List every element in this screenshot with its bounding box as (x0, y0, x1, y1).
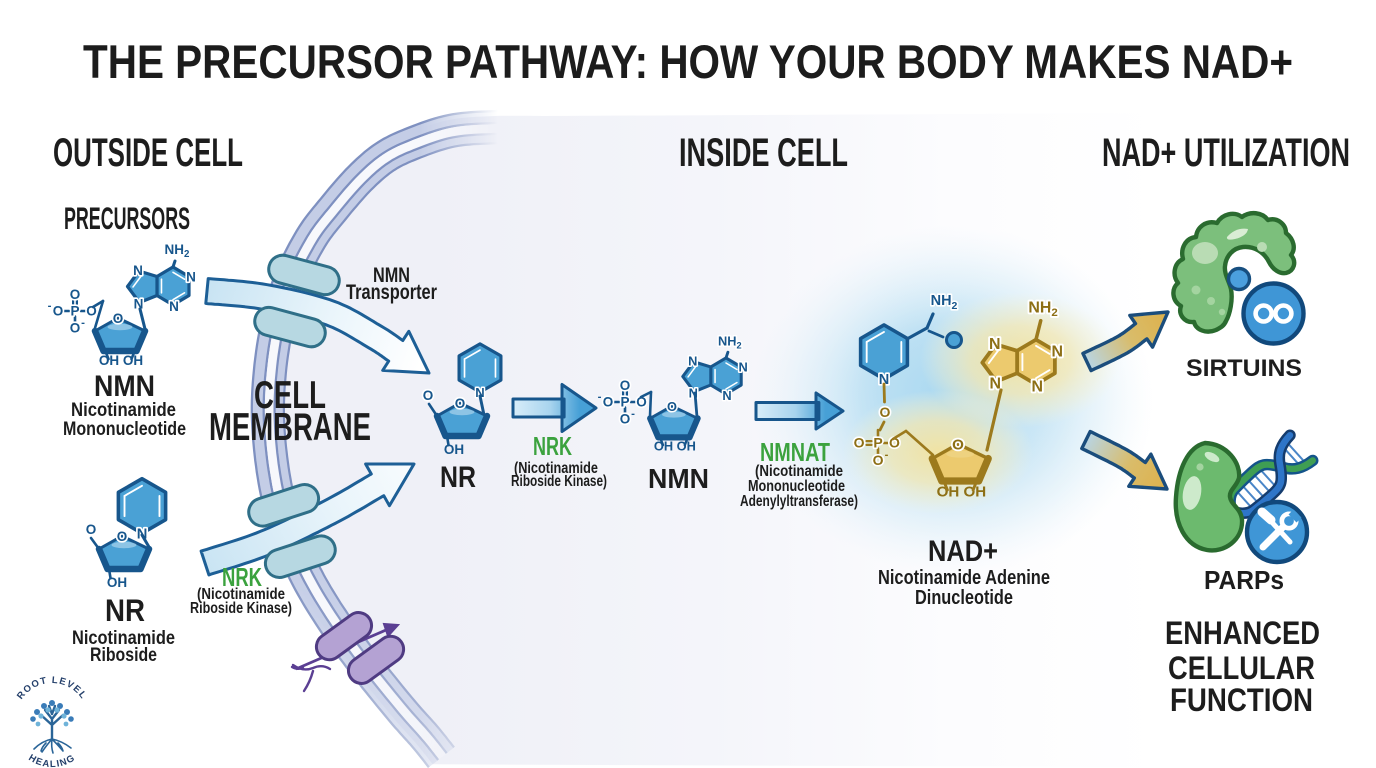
svg-text:N: N (990, 376, 1002, 393)
svg-text:N: N (134, 297, 144, 312)
svg-text:NH2: NH2 (1028, 299, 1057, 319)
svg-text:Riboside: Riboside (90, 645, 157, 666)
svg-text:O: O (117, 529, 128, 544)
svg-text:O: O (854, 435, 865, 451)
svg-text:OH OH: OH OH (99, 353, 143, 368)
svg-text:-: - (81, 317, 85, 329)
svg-text:N: N (738, 360, 747, 375)
svg-text:Nicotinamide: Nicotinamide (72, 628, 175, 649)
svg-text:-: - (885, 449, 889, 461)
svg-text:MEMBRANE: MEMBRANE (209, 406, 371, 449)
svg-text:-: - (631, 408, 635, 420)
svg-text:Dinucleotide: Dinucleotide (915, 587, 1013, 609)
svg-text:CELLULAR: CELLULAR (1168, 650, 1315, 686)
svg-text:-: - (48, 300, 52, 312)
svg-text:Adenylyltransferase): Adenylyltransferase) (740, 493, 858, 510)
svg-text:O: O (880, 404, 891, 420)
svg-text:P: P (873, 435, 882, 451)
svg-text:O: O (873, 452, 884, 468)
svg-text:N: N (722, 388, 731, 403)
svg-text:O: O (455, 396, 466, 411)
svg-text:PARPs: PARPs (1204, 567, 1284, 595)
svg-text:O: O (113, 311, 124, 326)
svg-text:O: O (620, 412, 631, 427)
svg-text:NAD+ UTILIZATION: NAD+ UTILIZATION (1102, 131, 1350, 175)
svg-text:O: O (423, 388, 434, 403)
svg-text:Mononucleotide: Mononucleotide (748, 478, 845, 495)
svg-text:-: - (598, 391, 602, 403)
svg-text:O: O (667, 399, 677, 414)
svg-text:N: N (186, 270, 196, 285)
svg-text:OUTSIDE CELL: OUTSIDE CELL (53, 131, 243, 175)
svg-text:O: O (889, 435, 900, 451)
svg-text:Riboside Kinase): Riboside Kinase) (511, 473, 607, 490)
svg-text:NMN: NMN (373, 264, 410, 287)
svg-text:Mononucleotide: Mononucleotide (63, 419, 186, 440)
svg-text:FUNCTION: FUNCTION (1170, 682, 1313, 718)
svg-text:O: O (86, 522, 97, 537)
svg-text:INSIDE CELL: INSIDE CELL (679, 131, 848, 175)
svg-text:P: P (70, 304, 79, 319)
svg-text:N: N (169, 299, 179, 314)
svg-text:N: N (1051, 344, 1063, 361)
svg-text:N: N (1031, 379, 1043, 396)
svg-text:(Nicotinamide: (Nicotinamide (755, 463, 843, 480)
svg-text:NMN: NMN (648, 463, 709, 494)
svg-text:(Nicotinamide: (Nicotinamide (514, 460, 598, 477)
svg-text:CELL: CELL (254, 374, 326, 417)
svg-text:NR: NR (440, 461, 476, 494)
svg-text:SIRTUINS: SIRTUINS (1186, 355, 1302, 382)
svg-text:N: N (133, 263, 143, 278)
svg-text:NMN: NMN (94, 370, 155, 403)
svg-text:N: N (688, 354, 697, 369)
svg-text:Nicotinamide Adenine: Nicotinamide Adenine (878, 567, 1050, 589)
svg-text:(Nicotinamide: (Nicotinamide (197, 586, 285, 603)
svg-text:O: O (53, 304, 64, 319)
svg-text:ENHANCED: ENHANCED (1165, 615, 1320, 651)
svg-text:NRK: NRK (533, 431, 572, 461)
svg-text:P: P (620, 395, 629, 410)
svg-text:OH: OH (107, 575, 127, 590)
svg-text:NAD+: NAD+ (928, 535, 998, 568)
svg-text:Riboside Kinase): Riboside Kinase) (190, 600, 292, 617)
svg-text:O: O (603, 395, 614, 410)
svg-text:O: O (952, 437, 964, 454)
svg-text:NRK: NRK (222, 562, 262, 592)
svg-text:OH: OH (444, 442, 464, 457)
svg-text:O: O (70, 287, 81, 302)
svg-text:NH2: NH2 (718, 334, 742, 351)
svg-text:PRECURSORS: PRECURSORS (64, 200, 190, 236)
svg-text:N: N (879, 372, 890, 388)
svg-text:NH2: NH2 (165, 242, 191, 260)
svg-text:O: O (70, 321, 81, 336)
svg-text:O: O (620, 378, 631, 393)
svg-text:N: N (475, 385, 484, 400)
svg-text:OH OH: OH OH (937, 484, 987, 501)
svg-text:O: O (636, 395, 647, 410)
svg-text:NMNAT: NMNAT (760, 437, 830, 467)
svg-text:NR: NR (105, 592, 145, 628)
svg-text:THE PRECURSOR PATHWAY: HOW YOU: THE PRECURSOR PATHWAY: HOW YOUR BODY MAK… (83, 36, 1293, 89)
svg-text:Transporter: Transporter (346, 281, 437, 304)
svg-text:Nicotinamide: Nicotinamide (71, 400, 176, 421)
svg-text:N: N (989, 336, 1001, 353)
